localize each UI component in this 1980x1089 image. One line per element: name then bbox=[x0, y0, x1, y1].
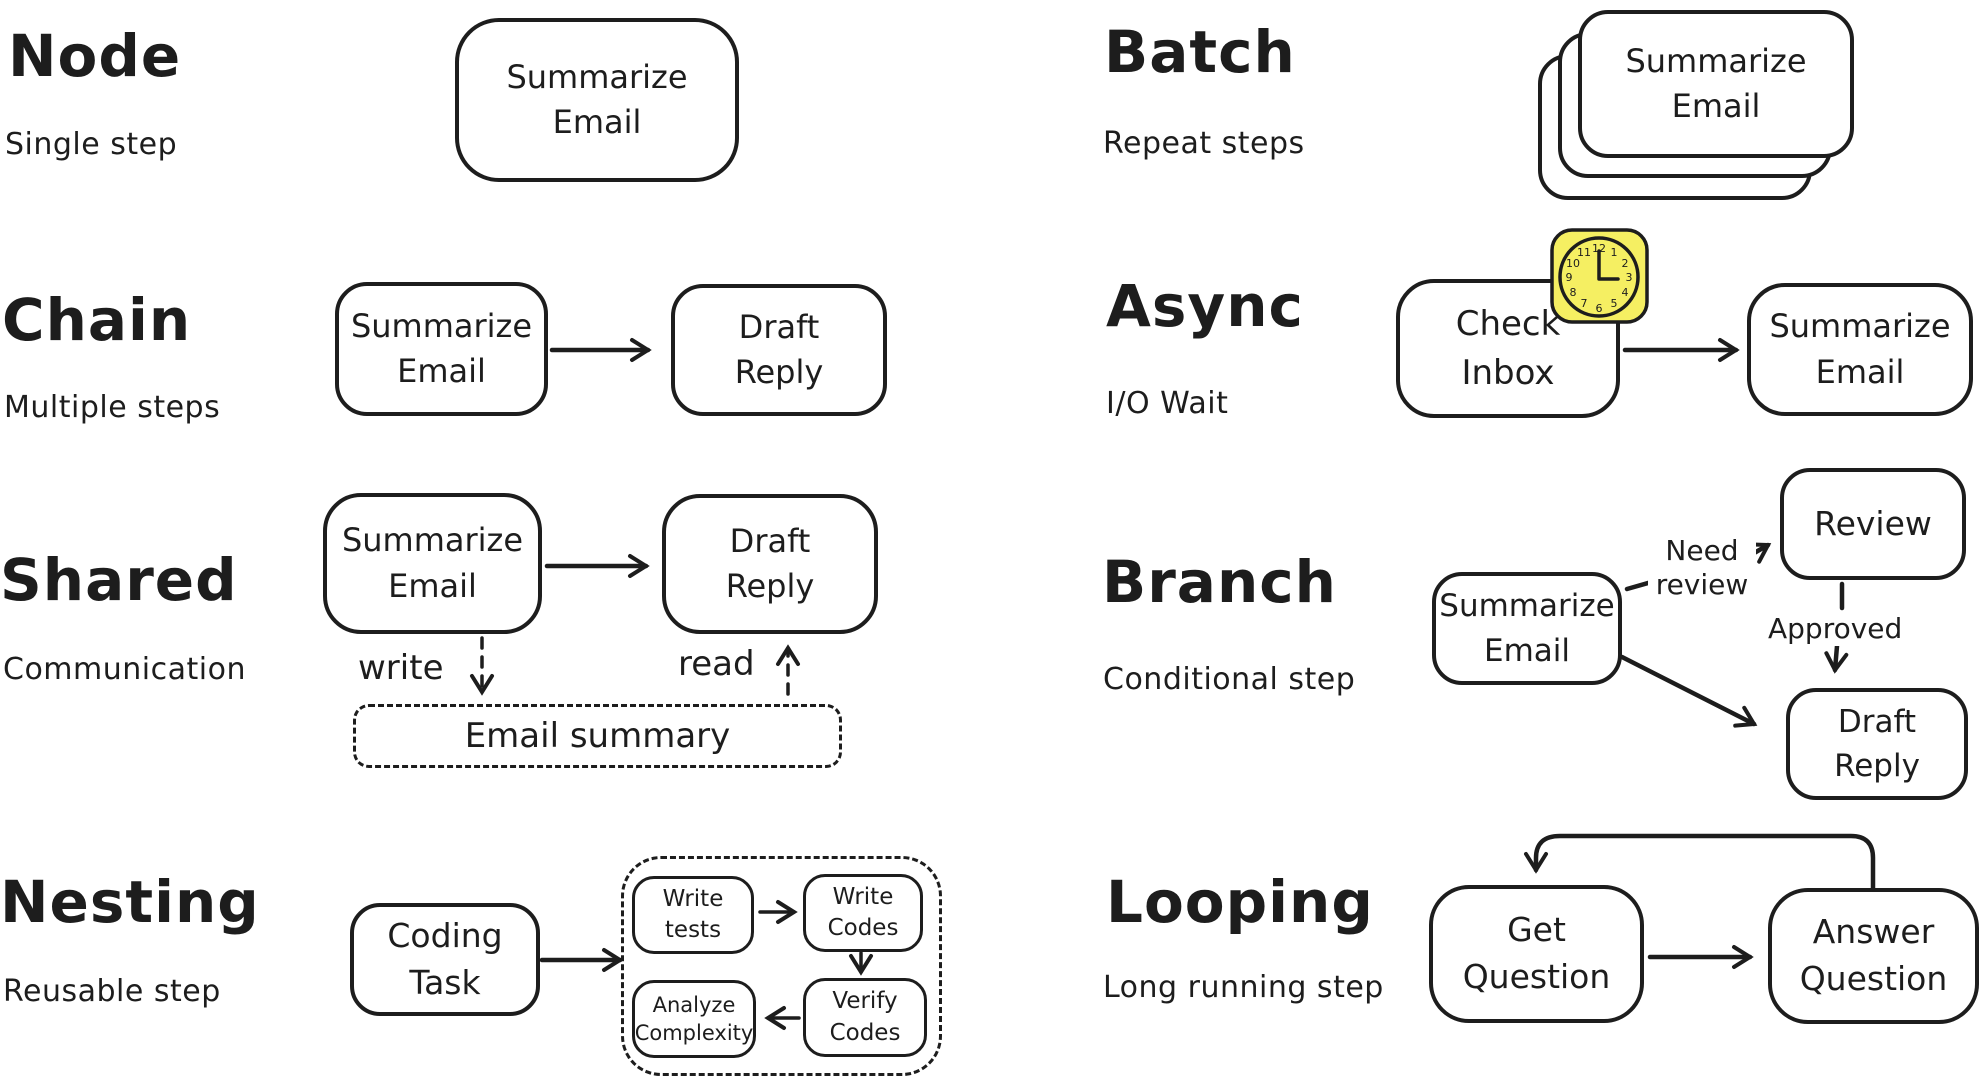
chain-section-subtitle: Multiple steps bbox=[4, 390, 221, 425]
async-section-title: Async bbox=[1106, 272, 1304, 340]
svg-text:7: 7 bbox=[1581, 297, 1588, 310]
svg-text:5: 5 bbox=[1611, 297, 1618, 310]
shared-read-label: read bbox=[678, 644, 755, 685]
async-summarize-email-box[interactable]: Summarize Email bbox=[1747, 283, 1973, 416]
nesting-write-tests-label: Write tests bbox=[662, 885, 724, 943]
nesting-write-codes-box[interactable]: Write Codes bbox=[803, 874, 923, 952]
shared-write-label: write bbox=[358, 648, 444, 689]
batch-section-subtitle: Repeat steps bbox=[1103, 126, 1305, 161]
looping-section-subtitle: Long running step bbox=[1103, 970, 1384, 1005]
nesting-verify-codes-box[interactable]: Verify Codes bbox=[803, 978, 927, 1057]
svg-text:4: 4 bbox=[1622, 286, 1629, 299]
branch-section-title: Branch bbox=[1102, 548, 1337, 616]
looping-answer-question-label: Answer Question bbox=[1799, 912, 1948, 998]
looping-loop-back-arrow bbox=[1524, 833, 1876, 891]
shared-summarize-email-box[interactable]: Summarize Email bbox=[323, 493, 542, 634]
branch-review-label: Review bbox=[1814, 503, 1932, 543]
branch-draft-reply-box[interactable]: Draft Reply bbox=[1786, 688, 1968, 800]
branch-approved-arrow-head bbox=[1824, 643, 1849, 674]
svg-text:3: 3 bbox=[1626, 271, 1633, 284]
branch-summarize-email-box[interactable]: Summarize Email bbox=[1432, 572, 1622, 685]
svg-text:9: 9 bbox=[1566, 271, 1573, 284]
async-section-subtitle: I/O Wait bbox=[1106, 386, 1229, 421]
chain-summarize-email-label: Summarize Email bbox=[350, 306, 533, 390]
nesting-verify-codes-label: Verify Codes bbox=[829, 988, 901, 1046]
shared-draft-reply-label: Draft Reply bbox=[725, 521, 815, 605]
svg-text:6: 6 bbox=[1596, 302, 1603, 315]
svg-text:1: 1 bbox=[1611, 246, 1618, 259]
branch-section-subtitle: Conditional step bbox=[1103, 662, 1356, 697]
svg-text:11: 11 bbox=[1577, 246, 1591, 259]
nesting-analyze-complexity-box[interactable]: Analyze Complexity bbox=[632, 980, 756, 1058]
looping-section-title: Looping bbox=[1106, 868, 1374, 936]
batch-summarize-email-box[interactable]: Summarize Email bbox=[1578, 10, 1854, 158]
node-summarize-email-box[interactable]: Summarize Email bbox=[455, 18, 739, 182]
clock-icon[interactable]: 12 1 2 3 4 5 6 7 8 9 10 11 bbox=[1550, 228, 1650, 326]
batch-summarize-email-label: Summarize Email bbox=[1625, 41, 1807, 125]
nesting-coding-task-label: Coding Task bbox=[387, 915, 503, 1002]
shared-draft-reply-box[interactable]: Draft Reply bbox=[662, 494, 878, 634]
svg-text:12: 12 bbox=[1592, 242, 1606, 255]
clock-hands bbox=[1597, 249, 1620, 281]
nesting-write-tests-box[interactable]: Write tests bbox=[632, 876, 754, 954]
async-check-inbox-label: Check Inbox bbox=[1455, 304, 1561, 393]
chain-section-title: Chain bbox=[2, 286, 192, 354]
async-check-inbox-box[interactable]: Check Inbox bbox=[1396, 279, 1620, 418]
node-summarize-email-label: Summarize Email bbox=[506, 57, 688, 141]
branch-direct-arrow bbox=[1619, 654, 1758, 728]
svg-text:10: 10 bbox=[1566, 257, 1580, 270]
chain-draft-reply-box[interactable]: Draft Reply bbox=[671, 284, 887, 416]
chain-draft-reply-label: Draft Reply bbox=[734, 307, 824, 391]
shared-email-summary-label: Email summary bbox=[464, 715, 731, 756]
branch-approved-label: Approved bbox=[1768, 612, 1903, 646]
branch-summarize-email-label: Summarize Email bbox=[1439, 588, 1615, 669]
chain-summarize-email-box[interactable]: Summarize Email bbox=[335, 282, 548, 416]
svg-text:2: 2 bbox=[1622, 257, 1629, 270]
nesting-write-codes-label: Write Codes bbox=[827, 883, 899, 941]
branch-draft-reply-label: Draft Reply bbox=[1834, 703, 1920, 784]
clock-numbers: 12 1 2 3 4 5 6 7 8 9 10 11 bbox=[1566, 242, 1633, 315]
node-section-subtitle: Single step bbox=[5, 127, 178, 162]
looping-answer-question-box[interactable]: Answer Question bbox=[1768, 888, 1979, 1024]
svg-text:8: 8 bbox=[1570, 286, 1577, 299]
shared-email-summary-store[interactable]: Email summary bbox=[353, 704, 842, 768]
shared-summarize-email-label: Summarize Email bbox=[341, 521, 524, 605]
looping-get-question-label: Get Question bbox=[1462, 910, 1611, 996]
branch-review-box[interactable]: Review bbox=[1780, 468, 1966, 580]
nesting-section-subtitle: Reusable step bbox=[3, 974, 221, 1009]
looping-get-question-box[interactable]: Get Question bbox=[1429, 885, 1644, 1023]
nesting-coding-task-box[interactable]: Coding Task bbox=[350, 903, 540, 1016]
nesting-analyze-complexity-label: Analyze Complexity bbox=[634, 992, 754, 1045]
async-summarize-email-label: Summarize Email bbox=[1769, 307, 1951, 391]
branch-need-review-label: Need review bbox=[1648, 534, 1756, 602]
nesting-section-title: Nesting bbox=[0, 868, 260, 936]
batch-section-title: Batch bbox=[1104, 18, 1296, 86]
node-section-title: Node bbox=[8, 22, 182, 90]
shared-section-subtitle: Communication bbox=[3, 652, 246, 687]
shared-section-title: Shared bbox=[0, 546, 238, 614]
